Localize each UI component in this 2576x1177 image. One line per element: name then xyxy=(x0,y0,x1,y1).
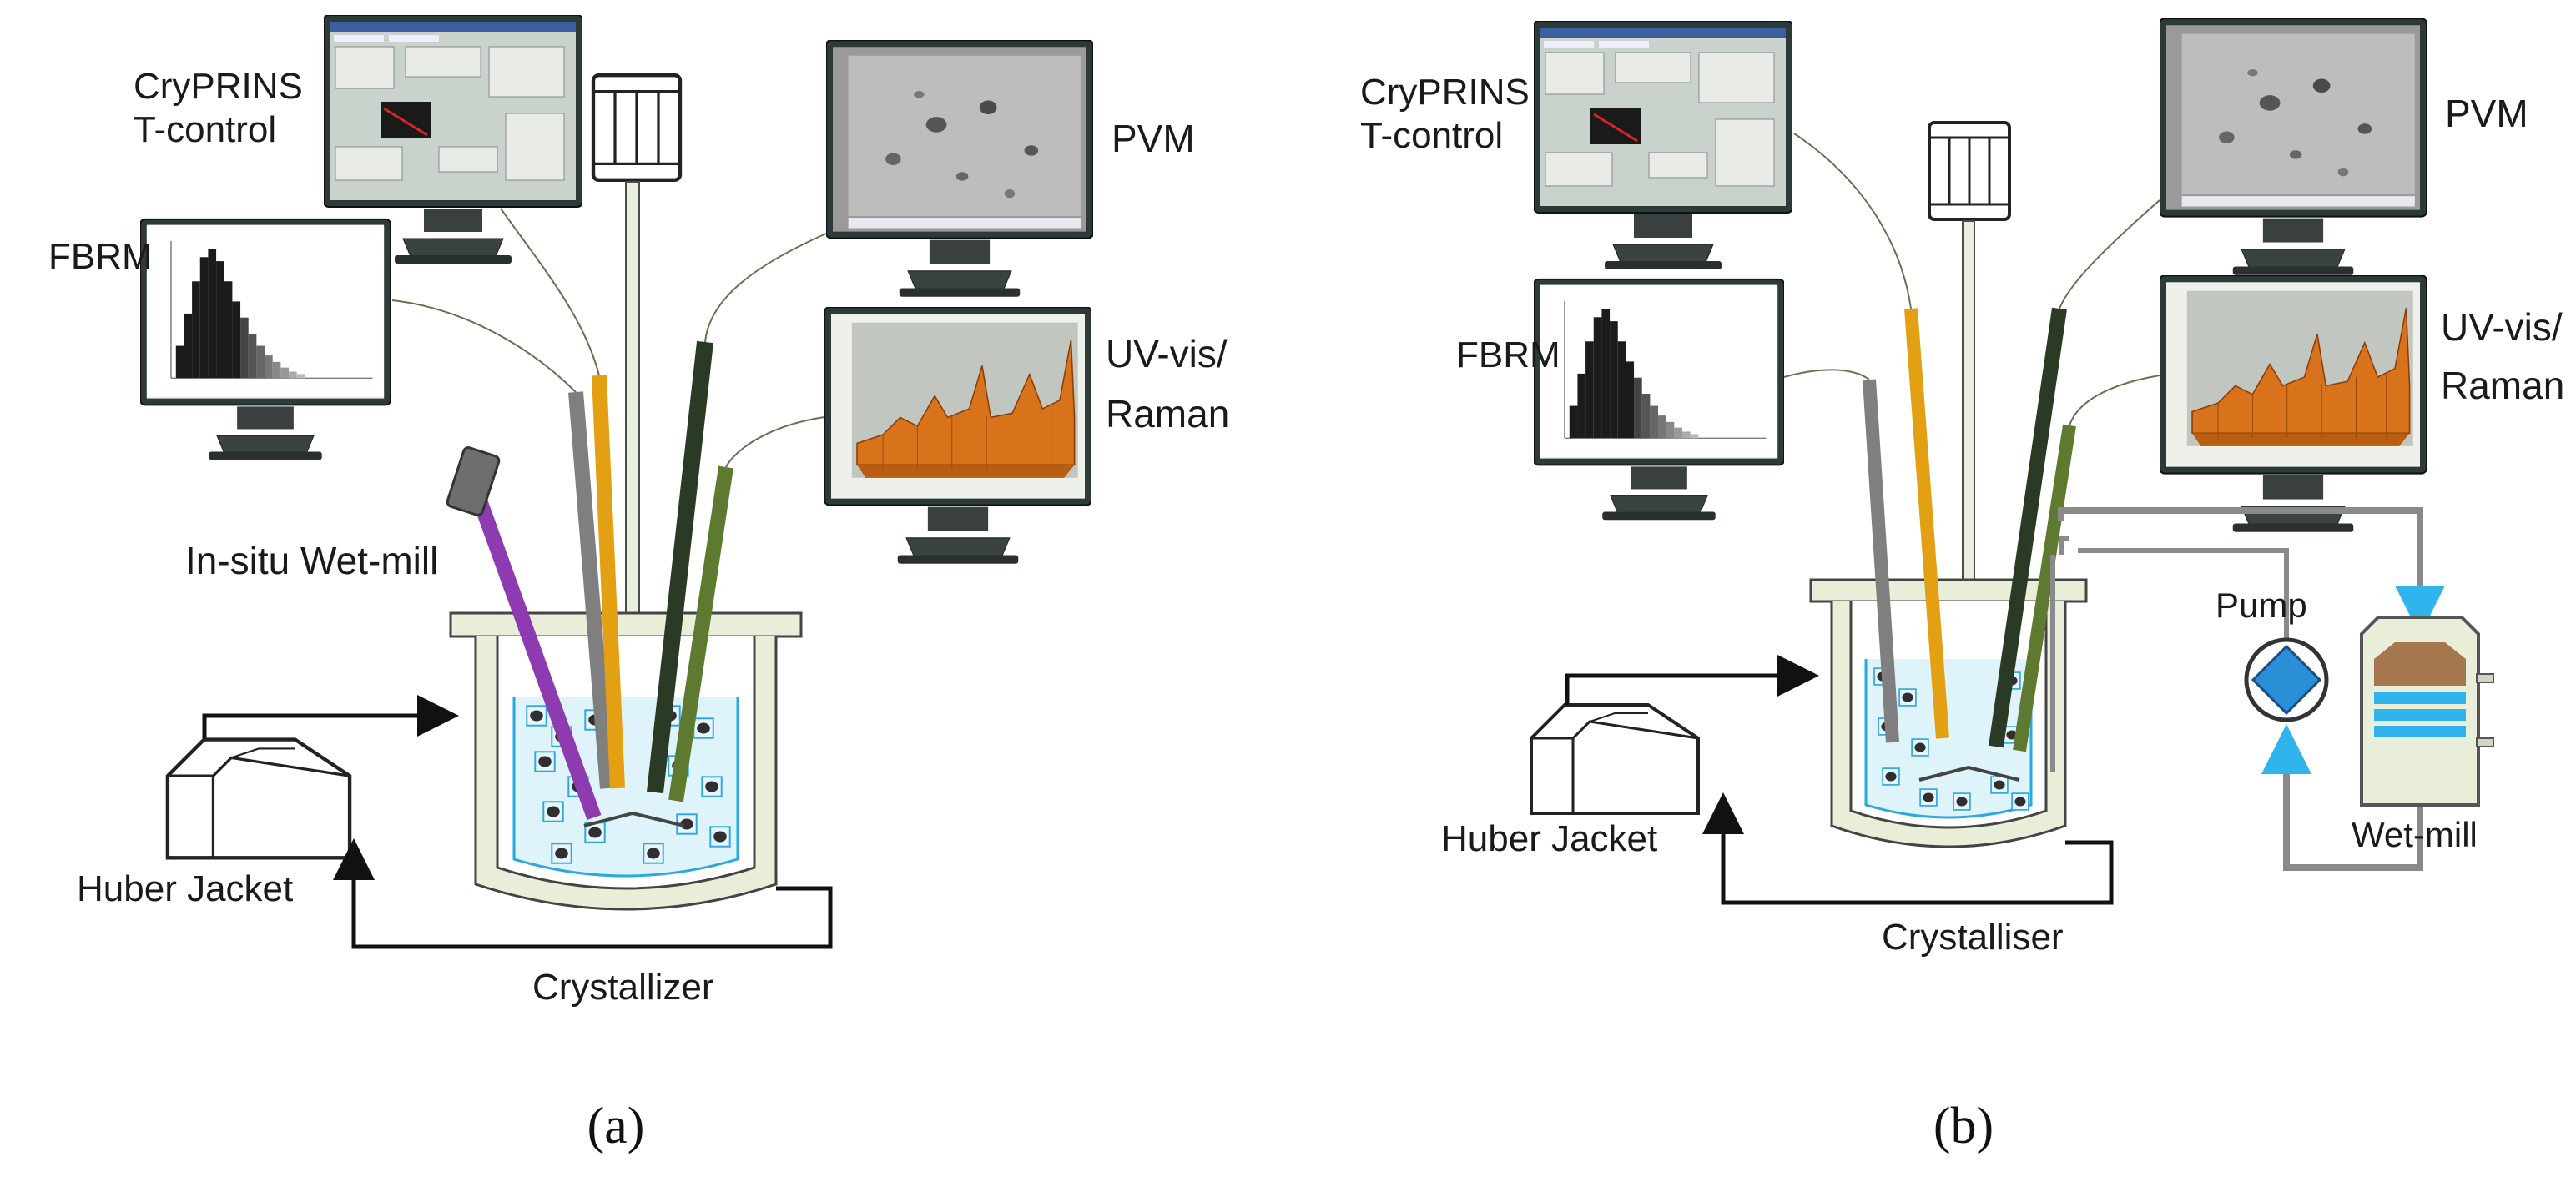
cryprins-probe-b xyxy=(1904,308,1949,739)
label-pump-b: Pump xyxy=(2216,586,2307,625)
pvm-probe-b xyxy=(1989,307,2067,748)
monitor-pvm-a xyxy=(826,40,1093,298)
monitor-cryprins-b xyxy=(1534,21,1792,270)
monitor-fbrm-a xyxy=(140,218,391,461)
label-cryprins-b: CryPRINS xyxy=(1360,72,1530,113)
label-pvm-b: PVM xyxy=(2445,92,2528,135)
fbrm-probe-a xyxy=(568,391,615,789)
huber-jacket-unit-a xyxy=(168,740,350,858)
stirrer-motor-a xyxy=(593,75,680,180)
label-pvm-a: PVM xyxy=(1112,117,1195,160)
label-tcontrol-a: T-control xyxy=(134,109,276,150)
pvm-probe-a xyxy=(647,340,713,794)
label-huber-a: Huber Jacket xyxy=(77,868,293,909)
uvvis-probe-a xyxy=(668,465,733,802)
monitor-fbrm-b xyxy=(1534,278,1784,521)
label-fbrm-b: FBRM xyxy=(1456,334,1560,375)
label-huber-b: Huber Jacket xyxy=(1441,818,1657,859)
crystallizer-vessel-a xyxy=(449,611,803,911)
pump-icon xyxy=(2244,637,2329,722)
monitor-uvvis-a xyxy=(824,307,1091,565)
label-tcontrol-b: T-control xyxy=(1360,115,1503,156)
monitor-pvm-b xyxy=(2160,18,2427,276)
label-raman-b: Raman xyxy=(2441,364,2564,407)
label-uvvis-a: UV-vis/ xyxy=(1106,332,1228,375)
label-vessel-a: Crystallizer xyxy=(532,967,714,1008)
panel-b: CryPRINS T-control FBRM PVM UV-vis/ Rama… xyxy=(1360,18,2564,1154)
label-uvvis-b: UV-vis/ xyxy=(2441,305,2563,349)
wetmill-probe-a xyxy=(472,497,602,821)
huber-jacket-unit-b xyxy=(1530,703,1700,815)
panel-a: CryPRINS T-control FBRM PVM UV-vis/ Rama… xyxy=(48,15,1229,1154)
label-fbrm-a: FBRM xyxy=(48,236,153,277)
monitor-uvvis-b xyxy=(2160,275,2427,533)
uvvis-probe-b xyxy=(2013,424,2076,752)
external-wetmill-unit xyxy=(2360,616,2494,807)
label-raman-a: Raman xyxy=(1106,392,1229,435)
label-vessel-b: Crystalliser xyxy=(1882,917,2064,958)
wetmill-head-a xyxy=(446,446,501,516)
fbrm-probe-b xyxy=(1863,379,1899,743)
label-cryprins-a: CryPRINS xyxy=(134,66,303,107)
label-wetmill-b: Wet-mill xyxy=(2352,815,2478,854)
cryprins-probe-a xyxy=(592,375,625,789)
stirrer-motor-b xyxy=(1928,121,2011,221)
label-wetmill-a: In-situ Wet-mill xyxy=(185,539,438,582)
caption-b: (b) xyxy=(1933,1098,1994,1154)
caption-a: (a) xyxy=(587,1098,645,1154)
